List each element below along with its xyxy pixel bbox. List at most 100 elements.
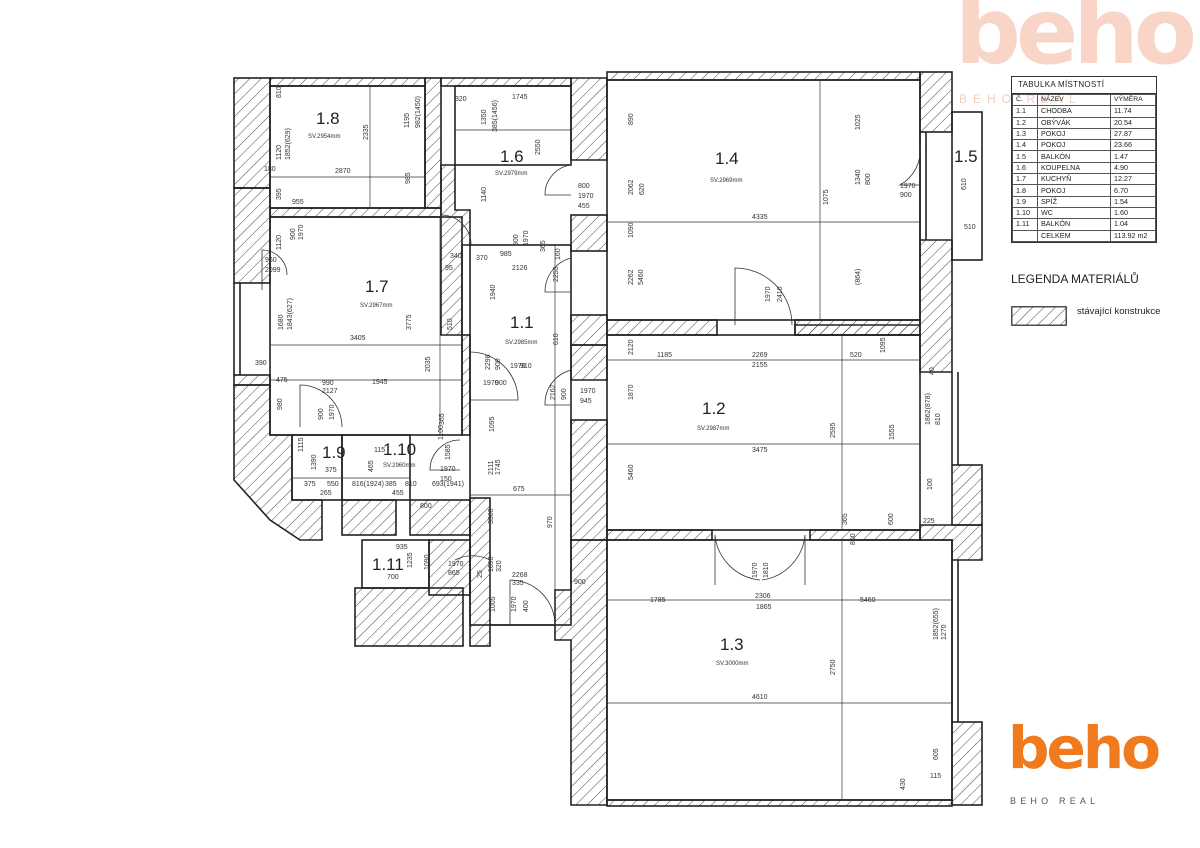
total-number-cell	[1012, 229, 1038, 242]
dimension-label: 1970	[578, 193, 594, 200]
room-number-cell: 1.5	[1012, 150, 1038, 163]
dimension-label: 365	[540, 240, 547, 252]
room-number-cell: 1.6	[1012, 161, 1038, 175]
room-label-1.3: 1.3	[720, 635, 744, 654]
dimension-label: 2120	[628, 339, 635, 355]
room-sv-1.10: SV.2960mm	[383, 463, 415, 469]
dimension-label: 1843(627)	[287, 298, 294, 330]
logo-word: beho	[1008, 714, 1161, 782]
room-area-cell: 4.90	[1110, 161, 1156, 175]
dimension-label: 970	[547, 516, 554, 528]
room-name-cell: POKOJ	[1037, 139, 1111, 152]
dimension-label: 1970	[580, 388, 596, 395]
dimension-label: 935	[396, 544, 408, 551]
room-area-cell: 6.70	[1110, 184, 1156, 197]
dimension-label: 2410	[777, 286, 784, 302]
total-area-cell: 113.92 m2	[1110, 229, 1156, 242]
dimension-label: 955	[292, 199, 304, 206]
dimension-label: 5460	[628, 464, 635, 480]
dimension-label: 1970	[510, 363, 526, 370]
room-area-cell: 1.60	[1110, 206, 1156, 220]
dimension-label: 800	[865, 173, 872, 185]
dimension-label: 3475	[752, 447, 768, 454]
dimension-label: 605	[933, 748, 940, 760]
room-number-cell: 1.10	[1012, 206, 1038, 220]
dimension-label: 465	[368, 460, 375, 472]
room-label-1.8: 1.8	[316, 109, 340, 128]
dimension-label: 2255	[553, 266, 560, 282]
brand-logo: beho BEHO REAL	[1008, 714, 1168, 810]
dimension-label: 700	[387, 574, 399, 581]
dimension-label: 2155	[752, 362, 768, 369]
dimension-label: 1852(629)	[285, 128, 292, 160]
room-sv-1.8: SV.2954mm	[308, 134, 340, 140]
dimension-label: 1025	[855, 114, 862, 130]
room-label-1.5: 1.5	[954, 147, 978, 166]
dimension-label: 160	[555, 248, 562, 260]
room-area-cell: 27.87	[1110, 127, 1156, 141]
logo-word: beho	[955, 0, 1197, 85]
room-number-cell: 1.11	[1012, 218, 1038, 231]
room-area-cell: 12.27	[1110, 173, 1156, 186]
room-name-cell: OBÝVÁK	[1037, 116, 1111, 129]
logo-sub: BEHO REAL	[1010, 796, 1100, 806]
dimension-label: 980	[277, 398, 284, 410]
dimension-label: 375	[325, 467, 337, 474]
dimension-label: 390	[255, 360, 267, 367]
dimension-label: 800	[420, 503, 432, 510]
total-label-cell: CELKEM	[1037, 229, 1111, 242]
room-name-cell: WC	[1037, 206, 1111, 220]
dimension-label: 600	[888, 513, 895, 525]
dimension-label: 900	[290, 228, 297, 240]
doors	[261, 144, 921, 626]
dimension-label: 900	[513, 234, 520, 246]
dimension-label: 1120	[276, 145, 283, 160]
dimension-label: 375	[304, 481, 316, 488]
dimension-label: 3775	[406, 314, 413, 330]
dimension-label: 1940	[490, 284, 497, 300]
dimension-label: 1970	[765, 286, 772, 302]
room-label-1.2: 1.2	[702, 399, 726, 418]
room-outlines	[233, 79, 959, 801]
dimension-label: 810	[405, 481, 417, 488]
room-name-cell: POKOJ	[1037, 184, 1111, 197]
room-name-cell: SPÍŽ	[1037, 195, 1111, 208]
room-area-cell: 1.54	[1110, 195, 1156, 208]
dimension-label: 550	[327, 481, 339, 488]
room-sv-1.2: SV.2987mm	[697, 426, 729, 432]
dimension-label: 985	[500, 251, 512, 258]
dimension-label: 115	[374, 447, 385, 454]
dimension-label: 150	[440, 476, 452, 483]
dimension-label: 1945	[372, 379, 388, 386]
dimension-label: 320	[455, 96, 467, 103]
dimension-label: 180	[264, 166, 276, 173]
room-name-cell: CHODBA	[1037, 105, 1111, 118]
dimension-label: 2298	[485, 354, 492, 370]
room-label-1.10: 1.10	[383, 440, 416, 459]
legend-item-label: stávající konstrukce	[1077, 306, 1161, 317]
dimension-label: 1005	[490, 596, 497, 612]
dimension-label: 385(1456)	[492, 100, 499, 132]
dimension-label: 1270	[941, 624, 948, 640]
dimension-label: 610	[553, 333, 560, 345]
room-number-cell: 1.9	[1012, 195, 1038, 208]
dimension-label: 5460	[638, 269, 645, 285]
dimension-label: 1350	[481, 109, 488, 125]
dimension-label: 1970	[483, 380, 499, 387]
dimension-label: 1095	[880, 337, 887, 353]
room-number-cell: 1.1	[1012, 105, 1038, 118]
room-sv-1.7: SV.2967mm	[360, 303, 392, 309]
dimension-label: 1185	[657, 352, 672, 359]
dimension-label: 1870	[628, 384, 635, 400]
dimension-lines	[270, 80, 952, 800]
dimension-label: 2870	[335, 168, 351, 175]
dimension-label: 1340	[855, 169, 862, 185]
dimension-label: 1390	[311, 454, 318, 470]
dimension-label: 1862(878)	[925, 393, 932, 425]
dimension-label: 2335	[363, 124, 370, 140]
legend-title: LEGENDA MATERIÁLŮ	[1011, 272, 1139, 286]
